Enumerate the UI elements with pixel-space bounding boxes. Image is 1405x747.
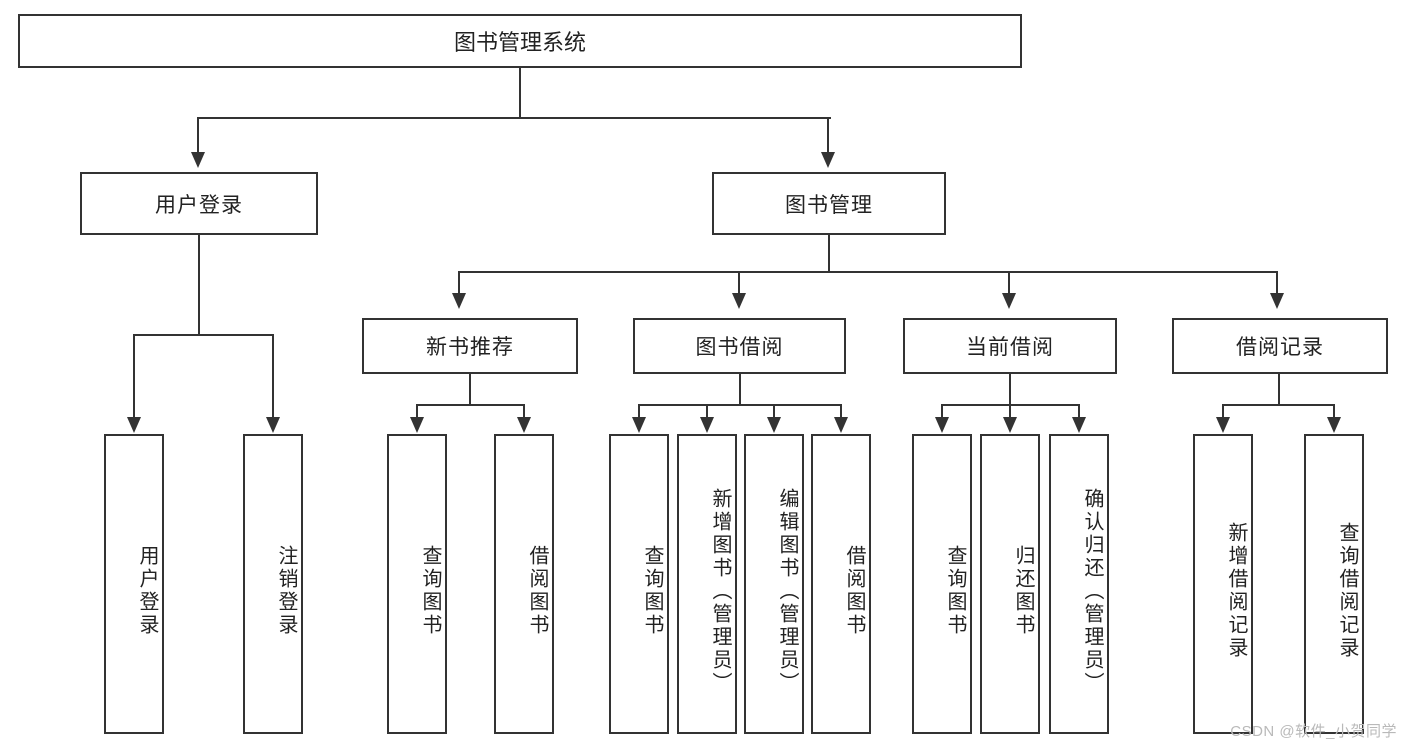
watermark: CSDN @软件_小贺同学	[1230, 723, 1397, 740]
edge-borrow-records-stem	[1278, 374, 1281, 406]
edge-book-mgmt-to-borrow	[738, 271, 741, 294]
leaf-query-books-current[interactable]: 查询图书	[912, 434, 972, 734]
leaf-add-book-admin[interactable]: 新增图书（管理员）	[677, 434, 737, 734]
edge-current-borrow-stem	[1009, 374, 1012, 406]
node-current-borrow[interactable]: 当前借阅	[903, 318, 1117, 374]
edge-user-login-to-leaf-2	[272, 334, 275, 418]
edge-new-books-to-leaf-2	[523, 404, 526, 418]
edge-current-borrow-to-leaf-2	[1009, 404, 1012, 418]
arrow-book-borrow-to-leaf-4	[834, 417, 848, 433]
arrow-book-borrow-to-leaf-3	[767, 417, 781, 433]
node-book-borrow[interactable]: 图书借阅	[633, 318, 846, 374]
arrow-current-borrow-to-leaf-1	[935, 417, 949, 433]
edge-book-borrow-split-bar	[638, 404, 841, 407]
leaf-confirm-return-admin[interactable]: 确认归还（管理员）	[1049, 434, 1109, 734]
arrow-root-to-book-mgmt	[821, 152, 835, 168]
edge-root-split-bar	[197, 117, 831, 120]
leaf-query-borrow-record[interactable]: 查询借阅记录	[1304, 434, 1364, 734]
edge-user-login-split-bar	[133, 334, 274, 337]
leaf-add-borrow-record[interactable]: 新增借阅记录	[1193, 434, 1253, 734]
edge-new-books-split-bar	[416, 404, 525, 407]
leaf-user-login[interactable]: 用户登录	[104, 434, 164, 734]
edge-current-borrow-to-leaf-3	[1078, 404, 1081, 418]
edge-book-borrow-stem	[739, 374, 742, 406]
node-user-login[interactable]: 用户登录	[80, 172, 318, 235]
edge-book-mgmt-to-records	[1276, 271, 1279, 294]
edge-book-borrow-to-leaf-3	[773, 404, 776, 418]
arrow-user-login-to-leaf-2	[266, 417, 280, 433]
leaf-logout[interactable]: 注销登录	[243, 434, 303, 734]
arrow-book-mgmt-to-borrow	[732, 293, 746, 309]
edge-book-mgmt-stem	[828, 235, 831, 273]
arrow-current-borrow-to-leaf-3	[1072, 417, 1086, 433]
arrow-borrow-records-to-leaf-1	[1216, 417, 1230, 433]
edge-user-login-to-leaf-1	[133, 334, 136, 418]
edge-root-to-user-login	[197, 117, 200, 153]
leaf-borrow-books[interactable]: 借阅图书	[811, 434, 871, 734]
edge-book-borrow-to-leaf-4	[840, 404, 843, 418]
arrow-new-books-to-leaf-2	[517, 417, 531, 433]
edge-new-books-to-leaf-1	[416, 404, 419, 418]
edge-borrow-records-to-leaf-1	[1222, 404, 1225, 418]
edge-book-mgmt-to-new-books	[458, 271, 461, 294]
leaf-query-books-borrow[interactable]: 查询图书	[609, 434, 669, 734]
edge-book-borrow-to-leaf-2	[706, 404, 709, 418]
edge-book-mgmt-to-current	[1008, 271, 1011, 294]
arrow-user-login-to-leaf-1	[127, 417, 141, 433]
edge-user-login-stem	[198, 235, 201, 335]
node-root[interactable]: 图书管理系统	[18, 14, 1022, 68]
edge-borrow-records-split-bar	[1222, 404, 1335, 407]
edge-book-mgmt-split-bar	[458, 271, 1278, 274]
edge-book-borrow-to-leaf-1	[638, 404, 641, 418]
arrow-book-mgmt-to-records	[1270, 293, 1284, 309]
edge-root-to-book-mgmt	[827, 117, 830, 153]
edge-borrow-records-to-leaf-2	[1333, 404, 1336, 418]
arrow-root-to-user-login	[191, 152, 205, 168]
arrow-book-mgmt-to-current	[1002, 293, 1016, 309]
node-book-management[interactable]: 图书管理	[712, 172, 946, 235]
arrow-book-borrow-to-leaf-2	[700, 417, 714, 433]
leaf-borrow-books-recommend[interactable]: 借阅图书	[494, 434, 554, 734]
leaf-return-books[interactable]: 归还图书	[980, 434, 1040, 734]
arrow-new-books-to-leaf-1	[410, 417, 424, 433]
node-new-book-recommend[interactable]: 新书推荐	[362, 318, 578, 374]
arrow-book-borrow-to-leaf-1	[632, 417, 646, 433]
edge-new-books-stem	[469, 374, 472, 406]
edge-current-borrow-to-leaf-1	[941, 404, 944, 418]
arrow-current-borrow-to-leaf-2	[1003, 417, 1017, 433]
leaf-query-books-recommend[interactable]: 查询图书	[387, 434, 447, 734]
arrow-book-mgmt-to-new-books	[452, 293, 466, 309]
leaf-edit-book-admin[interactable]: 编辑图书（管理员）	[744, 434, 804, 734]
node-borrow-records[interactable]: 借阅记录	[1172, 318, 1388, 374]
arrow-borrow-records-to-leaf-2	[1327, 417, 1341, 433]
edge-root-stem	[519, 68, 522, 118]
